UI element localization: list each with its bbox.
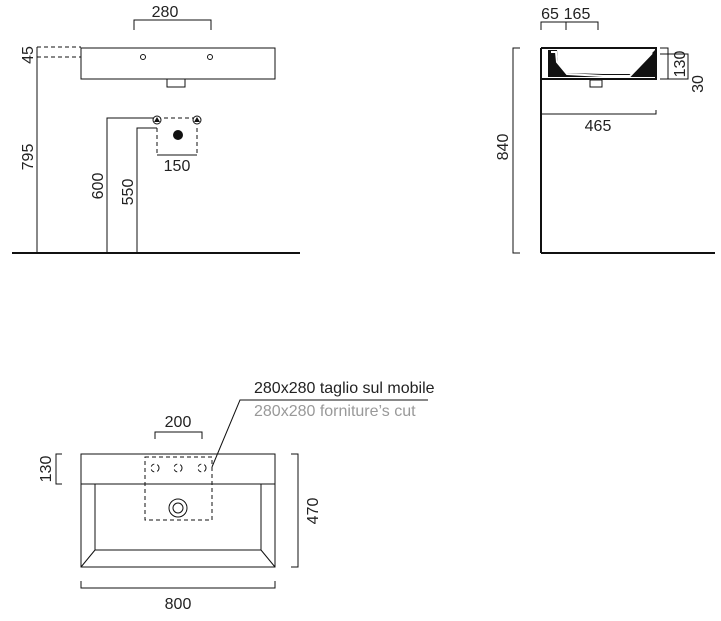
basin-inner-bowl bbox=[551, 51, 653, 77]
plan-view: 280x280 taglio sul mobile 280x280 fornit… bbox=[38, 380, 435, 613]
dim-280-label: 280 bbox=[152, 4, 179, 21]
dim-45-label: 45 bbox=[20, 46, 37, 64]
basin-bowl-edge bbox=[94, 484, 262, 551]
dim-465-line bbox=[540, 110, 657, 115]
dim-30-line bbox=[660, 53, 689, 80]
basin-front-outline bbox=[80, 47, 276, 80]
dim-plan-130-line bbox=[55, 453, 62, 485]
dim-600-line bbox=[106, 117, 157, 253]
dim-165-label: 165 bbox=[564, 6, 591, 23]
dim-65-label: 65 bbox=[541, 6, 559, 23]
dim-280-line bbox=[133, 19, 212, 30]
dim-550-label: 550 bbox=[120, 179, 137, 206]
dim-plan-130-label: 130 bbox=[38, 456, 55, 483]
cut-note-italian: 280x280 taglio sul mobile bbox=[254, 380, 435, 397]
dim-600-label: 600 bbox=[90, 173, 107, 200]
basin-corner-right bbox=[260, 549, 276, 568]
cut-note-leader bbox=[211, 399, 428, 468]
tap-hole-right bbox=[207, 54, 213, 60]
plan-drain-outer-icon bbox=[168, 498, 188, 518]
dim-130-label: 130 bbox=[672, 51, 689, 78]
side-drain-stub bbox=[589, 79, 603, 88]
dim-470-line bbox=[291, 453, 299, 568]
dim-800-label: 800 bbox=[165, 596, 192, 613]
dim-800-line bbox=[80, 581, 276, 589]
dim-470-label: 470 bbox=[305, 498, 322, 525]
dim-65-line bbox=[540, 21, 567, 30]
basin-plan-outline bbox=[80, 453, 276, 568]
side-view: 65 165 130 30 465 840 bbox=[495, 6, 715, 254]
dim-150-label: 150 bbox=[164, 158, 191, 175]
plan-tap-hole-left bbox=[150, 463, 160, 473]
basin-section-outline bbox=[541, 47, 657, 80]
dim-30-label: 30 bbox=[690, 75, 707, 93]
drain-stub bbox=[166, 78, 186, 88]
plan-tap-hole-right bbox=[197, 463, 207, 473]
basin-corner-left bbox=[80, 549, 96, 568]
dim-795-label: 795 bbox=[20, 144, 37, 171]
basin-section-fill bbox=[548, 50, 655, 77]
supply-valve-left-mark bbox=[154, 117, 160, 122]
supply-valve-right-mark bbox=[194, 117, 200, 122]
dim-165-line bbox=[566, 21, 599, 30]
plan-drain-inner-icon bbox=[172, 502, 184, 514]
dim-550-line bbox=[136, 127, 157, 253]
tap-hole-left bbox=[140, 54, 146, 60]
dim-840-label: 840 bbox=[495, 134, 512, 161]
dim-200-line bbox=[154, 431, 203, 439]
dim-130-line bbox=[660, 47, 669, 80]
front-view: 280 45 795 150 600 550 bbox=[12, 4, 300, 254]
dim-840-line bbox=[512, 47, 520, 254]
dim-465-label: 465 bbox=[585, 118, 612, 135]
furniture-cut-outline bbox=[144, 456, 213, 521]
cut-note-english: 280x280 forniture’s cut bbox=[254, 403, 416, 420]
plan-tap-hole-center bbox=[173, 463, 183, 473]
dim-200-label: 200 bbox=[165, 414, 192, 431]
waste-outlet-icon bbox=[173, 130, 183, 140]
